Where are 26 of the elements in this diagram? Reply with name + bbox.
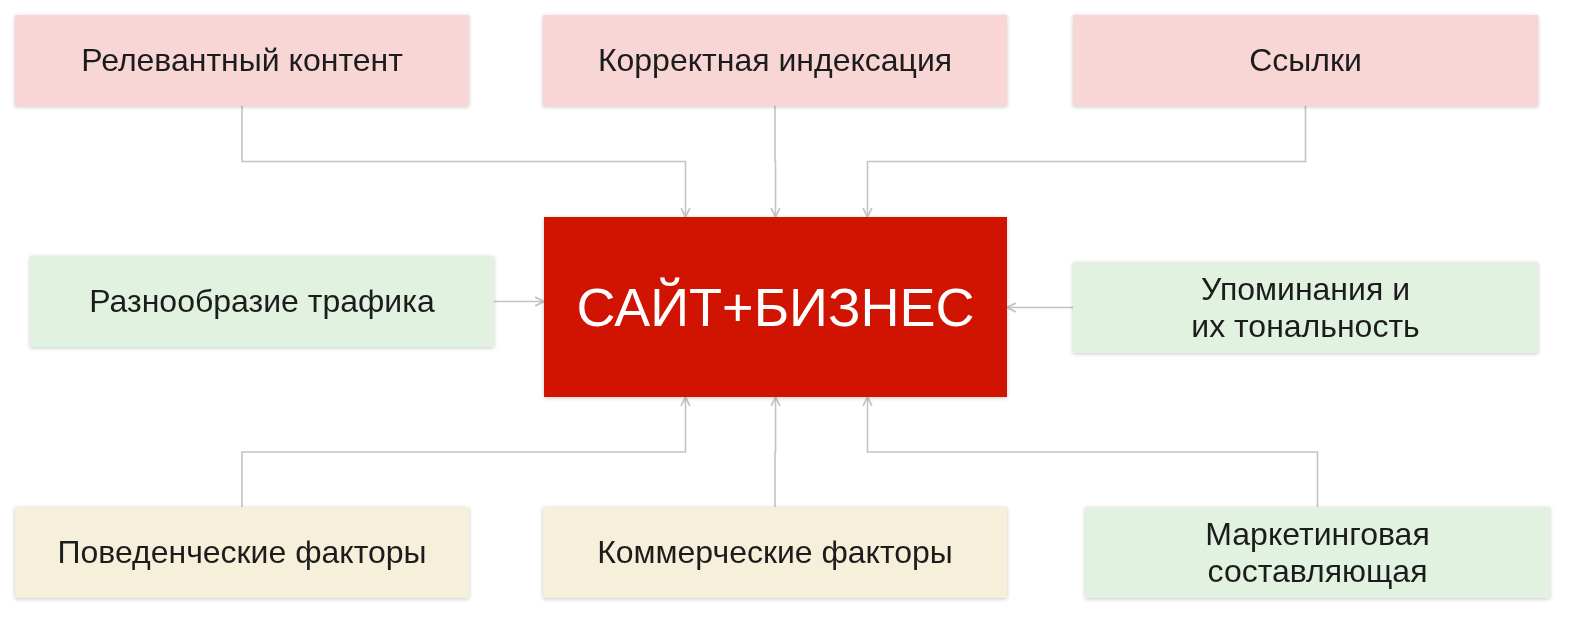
factor-box xyxy=(30,256,494,347)
factor-label: Релевантный контент xyxy=(81,42,403,79)
factor-box xyxy=(1073,15,1538,106)
factor-label: Корректная индексация xyxy=(597,42,953,79)
factor-label: Поведенческие факторы xyxy=(57,534,427,571)
central-box xyxy=(544,217,1007,397)
arrow xyxy=(770,396,781,508)
factor-box xyxy=(543,507,1007,598)
factor-box xyxy=(15,15,469,106)
factor-label: Упоминания и их тональность xyxy=(1190,270,1421,345)
factor-box xyxy=(543,15,1007,106)
arrow xyxy=(241,105,691,218)
factor-box xyxy=(1073,262,1538,353)
arrow xyxy=(862,396,1319,508)
arrow xyxy=(1006,302,1074,313)
factor-label: Ссылки xyxy=(1249,42,1362,79)
arrow xyxy=(493,296,545,307)
arrow xyxy=(862,105,1307,218)
factor-label: Коммерческие факторы xyxy=(597,534,953,571)
central-label: САЙТ+БИЗНЕС xyxy=(576,275,975,339)
factor-box xyxy=(15,507,469,598)
factor-label: Разнообразие трафика xyxy=(89,283,435,320)
arrow xyxy=(770,105,781,218)
factor-label: Маркетинговая составляющая xyxy=(1204,515,1431,590)
factor-box xyxy=(1085,507,1550,598)
arrow xyxy=(241,396,691,508)
